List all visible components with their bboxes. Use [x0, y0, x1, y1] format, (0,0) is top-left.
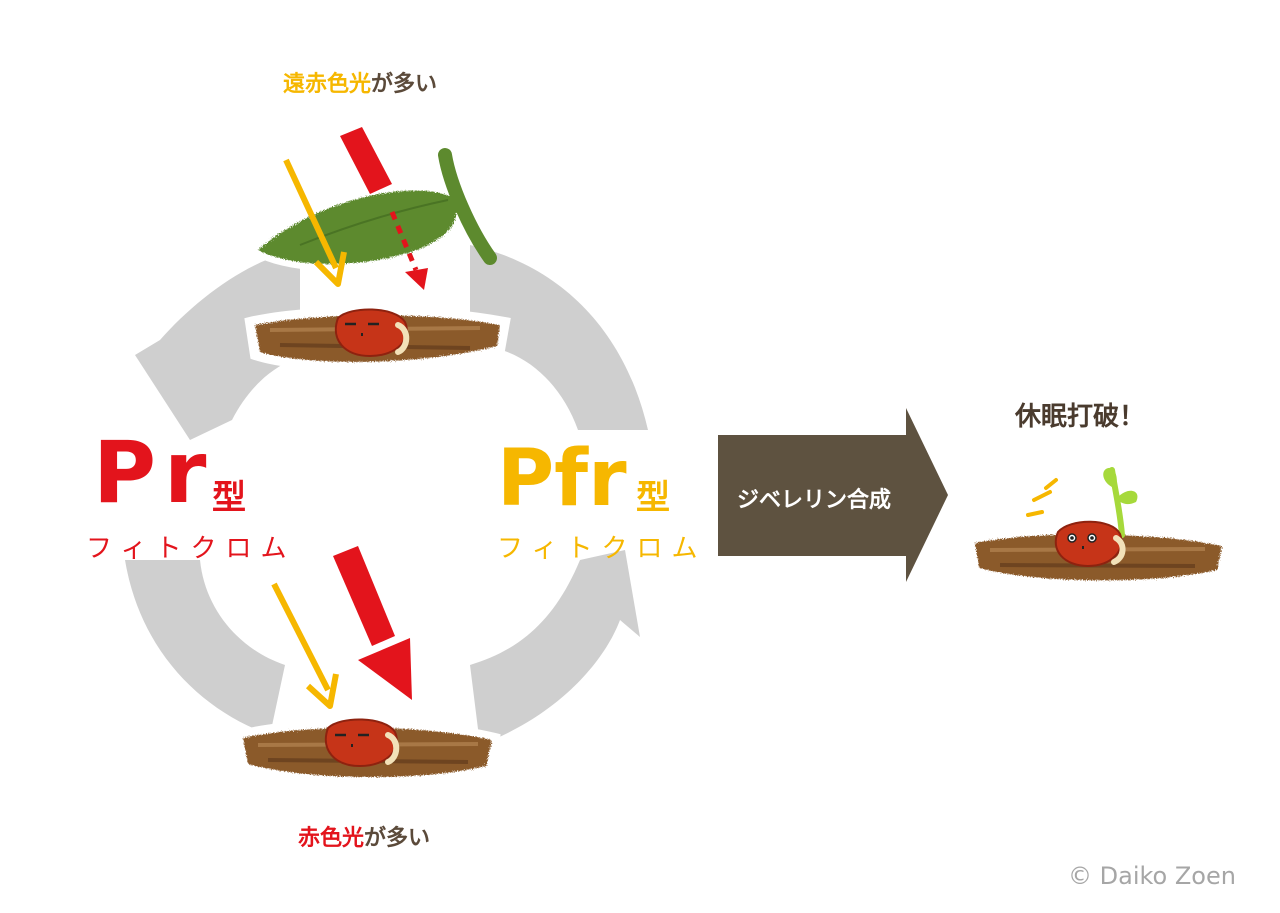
- pr-type-label: 型: [212, 478, 246, 518]
- cycle-arrow-bottom-right: [470, 550, 640, 745]
- sparkle-icon: [1026, 478, 1058, 517]
- far-red-light-text: 遠赤色光: [283, 72, 372, 97]
- cycle-arrow-bottom-left: [125, 560, 285, 735]
- pr-label: Pr: [93, 423, 215, 523]
- far-red-light-arrow-top: [283, 158, 347, 287]
- sleeping-seed-icon: [334, 308, 410, 358]
- far-red-light-suffix: が多い: [371, 72, 438, 97]
- pfr-phytochrome-label: フィトクロム: [497, 534, 707, 564]
- sleeping-seed-icon: [324, 718, 400, 768]
- red-light-blocked-arrow: [340, 127, 428, 290]
- cycle-arrow-top-right: [470, 245, 648, 430]
- red-light-caption: 赤色光が多い: [298, 820, 430, 852]
- far-red-light-caption: 遠赤色光が多い: [283, 66, 437, 98]
- pfr-type-label: 型: [636, 478, 670, 518]
- red-light-text: 赤色光: [298, 826, 365, 851]
- cycle-ring: [125, 245, 648, 745]
- sprouting-seed-icon: [1054, 467, 1138, 568]
- gibberellin-synthesis-label: ジベレリン合成: [737, 488, 892, 513]
- copyright-notice: © Daiko Zoen: [1068, 862, 1236, 890]
- dormancy-break-title: 休眠打破！: [1015, 402, 1146, 432]
- gibberellin-arrow: [718, 408, 948, 582]
- cycle-arrow-top-left: [135, 250, 300, 440]
- pr-phytochrome-label: フィトクロム: [86, 534, 296, 564]
- far-red-light-arrow-bottom: [271, 582, 339, 709]
- red-light-arrow-bottom: [333, 546, 412, 700]
- pfr-label: Pfr: [497, 434, 627, 524]
- red-light-suffix: が多い: [364, 826, 431, 851]
